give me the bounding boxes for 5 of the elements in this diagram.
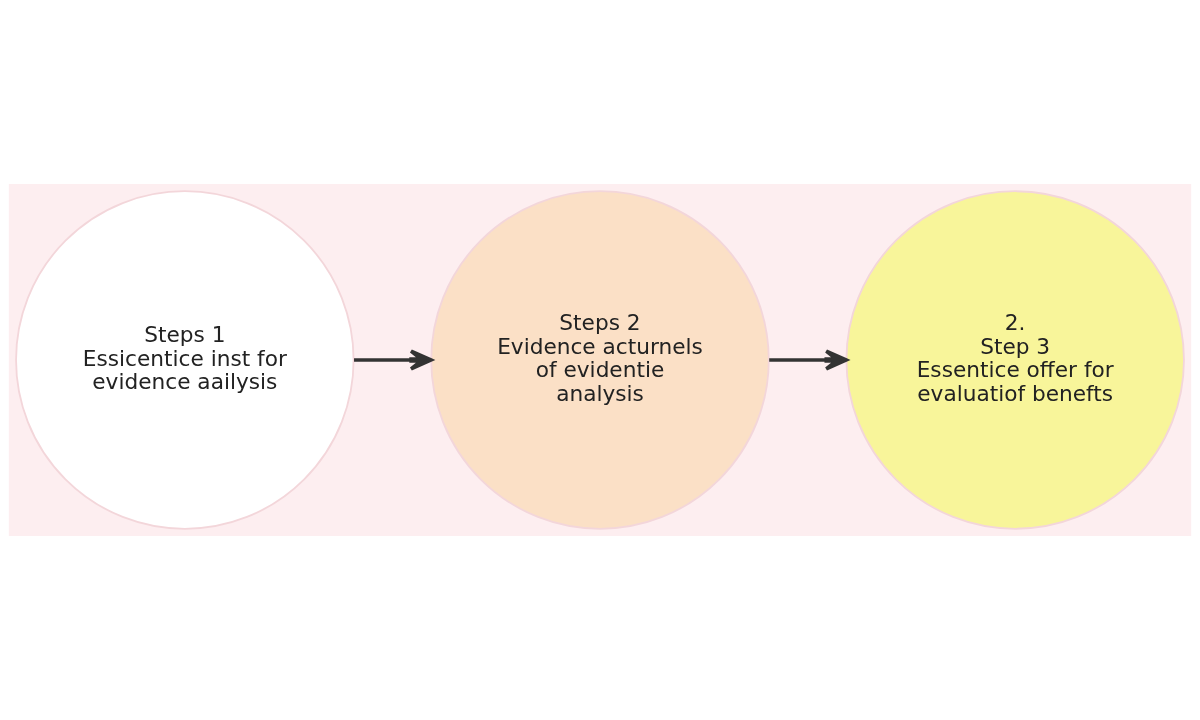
arrow (354, 349, 433, 371)
node-circle: Steps 2 Evidence acturnels of evidentie analysis (430, 190, 770, 530)
arrow (769, 349, 848, 371)
node-circle: 2. Step 3 Essentice offer for evaluatiof benefts (845, 190, 1185, 530)
node-circle: Steps 1 Essicentice inst for evidence aailysis (15, 190, 355, 530)
